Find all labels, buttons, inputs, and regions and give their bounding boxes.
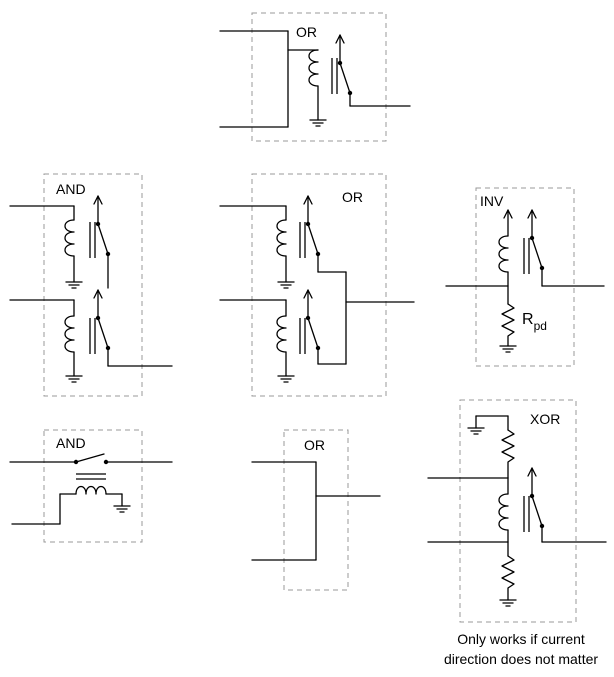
relay-switch-icon bbox=[527, 209, 545, 271]
gate-and-bottom: AND bbox=[9, 429, 173, 543]
ground-icon bbox=[277, 375, 295, 383]
note-line-1: Only works if current bbox=[457, 631, 585, 647]
gate-box bbox=[251, 173, 387, 397]
resistor-label: Rpd bbox=[522, 311, 547, 333]
gate-label: OR bbox=[296, 24, 317, 40]
gate-box bbox=[43, 429, 143, 543]
gate-and-left: AND bbox=[9, 173, 173, 397]
gate-box bbox=[283, 429, 349, 591]
gate-inv: INV Rpd bbox=[445, 187, 605, 367]
ground-icon bbox=[499, 345, 517, 353]
ground-icon bbox=[65, 281, 83, 289]
gate-or-bottom: OR bbox=[251, 429, 381, 591]
note-line-2: direction does not matter bbox=[444, 651, 598, 667]
gate-label: OR bbox=[304, 437, 325, 453]
relay-switch-icon bbox=[303, 289, 321, 351]
gate-label: AND bbox=[56, 181, 86, 197]
gate-box bbox=[459, 399, 577, 623]
ground-icon bbox=[113, 505, 131, 513]
ground-icon bbox=[277, 281, 295, 289]
relay-switch-icon bbox=[335, 34, 353, 96]
gate-or-mid: OR bbox=[219, 173, 415, 397]
gate-label: OR bbox=[342, 189, 363, 205]
gate-label: XOR bbox=[530, 411, 560, 427]
gate-label: AND bbox=[56, 435, 86, 451]
gate-label: INV bbox=[480, 193, 504, 209]
gate-xor: XOR bbox=[427, 399, 607, 623]
ground-icon bbox=[467, 427, 485, 435]
gate-box bbox=[475, 187, 575, 367]
relay-switch-icon bbox=[93, 195, 111, 257]
gate-or-top: OR bbox=[219, 12, 411, 142]
gate-box bbox=[251, 12, 387, 142]
gate-box bbox=[43, 173, 143, 397]
relay-switch-icon bbox=[303, 195, 321, 257]
ground-icon bbox=[499, 599, 517, 607]
ground-icon bbox=[309, 119, 327, 127]
ground-icon bbox=[65, 375, 83, 383]
relay-switch-icon bbox=[93, 289, 111, 351]
relay-switch-icon bbox=[527, 467, 545, 529]
